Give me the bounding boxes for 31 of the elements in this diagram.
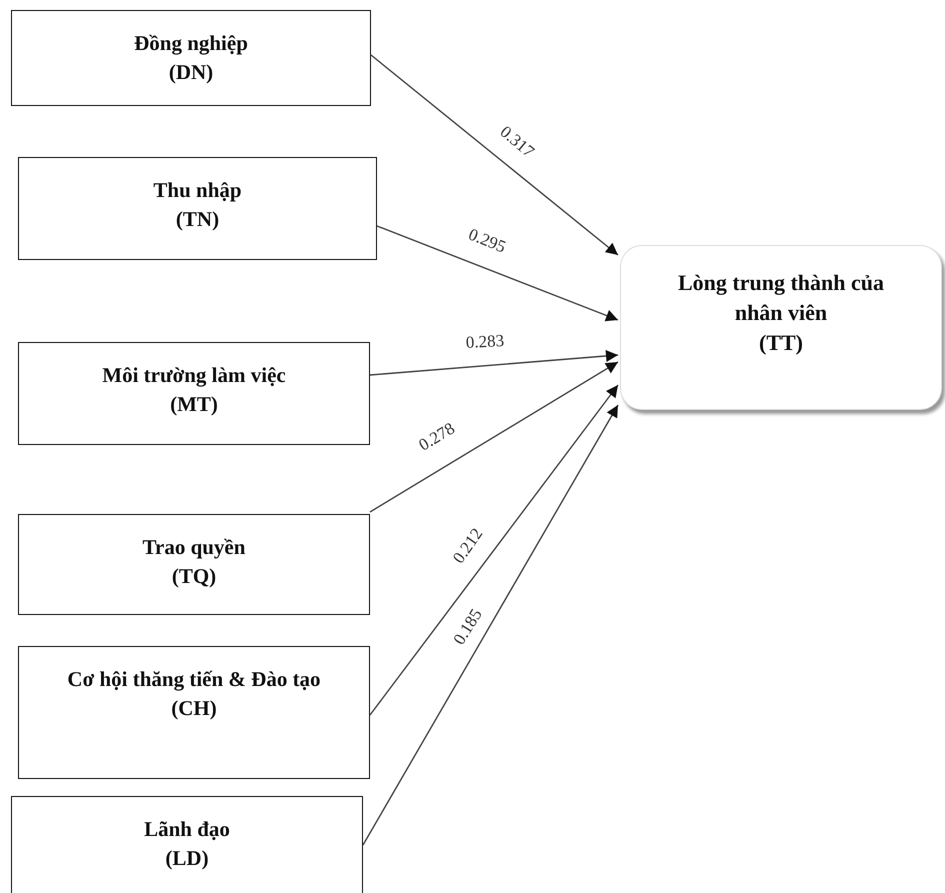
node-label: (LD)	[165, 845, 209, 872]
arrow	[370, 350, 618, 376]
outcome-box	[620, 245, 942, 410]
factor-box	[18, 514, 370, 615]
arrow	[370, 54, 618, 256]
node-label: Thu nhập	[153, 177, 242, 204]
node-label: Lòng trung thành của nhân viên	[676, 269, 885, 327]
node-label: (TT)	[758, 329, 804, 357]
edge-label: 0.317	[496, 122, 538, 162]
node-label: Môi trường làm việc	[102, 362, 286, 389]
node-label: Lãnh đạo	[144, 816, 230, 843]
arrow	[370, 361, 618, 513]
arrow	[362, 404, 619, 846]
factor-box	[18, 157, 377, 260]
factor-box	[18, 646, 370, 779]
node-label: Trao quyền	[142, 534, 246, 561]
edge-label: 0.278	[415, 418, 459, 456]
node-label: (MT)	[170, 391, 218, 418]
factor-box	[11, 10, 371, 106]
edge-label: 0.295	[466, 224, 508, 258]
node-label: Cơ hội thăng tiến & Đào tạo	[67, 666, 321, 693]
factor-box	[11, 796, 363, 893]
arrow	[369, 384, 619, 716]
arrow	[376, 225, 618, 322]
node-label: (TQ)	[172, 563, 216, 590]
edge-label: 0.283	[465, 331, 505, 353]
factor-box	[18, 342, 370, 445]
node-label: Đồng nghiệp	[134, 30, 248, 57]
node-label: (TN)	[176, 206, 220, 233]
node-label: (CH)	[171, 695, 217, 722]
node-label: (DN)	[168, 59, 214, 86]
